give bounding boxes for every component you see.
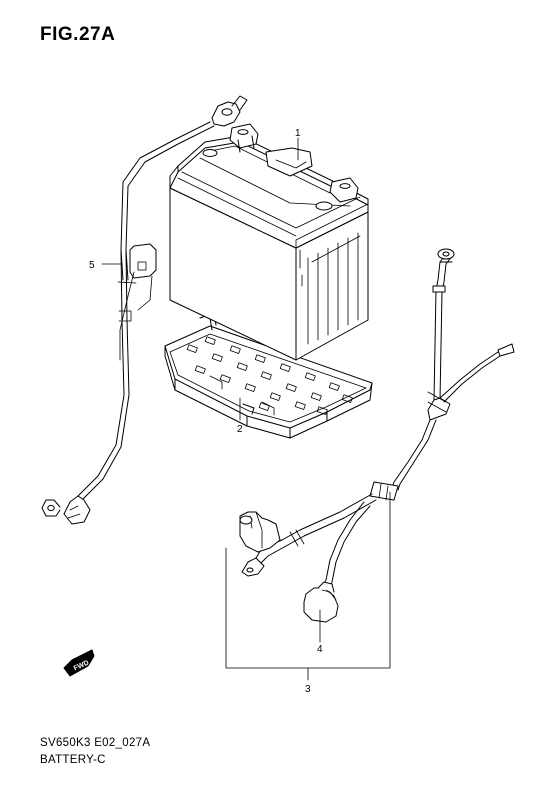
figure-name: BATTERY-C (40, 754, 106, 766)
callout-1: 1 (295, 128, 301, 139)
figure-code: SV650K3 E02_027A (40, 737, 151, 749)
terminal-cap (303, 581, 339, 623)
figure-title: FIG.27A (40, 24, 116, 45)
callout-5: 5 (89, 260, 95, 271)
battery-tray (164, 312, 373, 439)
callout-2: 2 (237, 424, 243, 435)
callout-3: 3 (305, 684, 311, 695)
callout-4: 4 (317, 644, 323, 655)
battery (169, 123, 369, 361)
leader-lines (101, 137, 391, 681)
forward-arrow-icon: FWD (63, 649, 95, 677)
battery-minus-lead (41, 95, 248, 525)
starter-motor-lead (239, 248, 515, 591)
